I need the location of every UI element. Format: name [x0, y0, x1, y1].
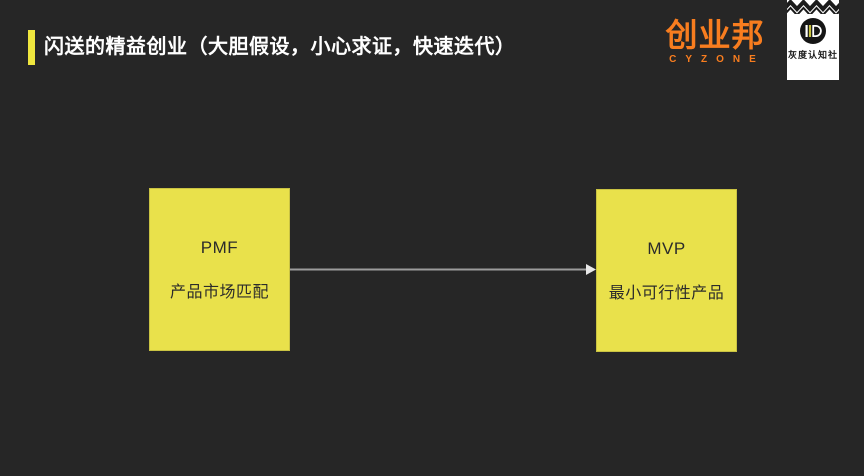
pmf-box: PMF 产品市场匹配 — [149, 188, 290, 351]
mvp-box: MVP 最小可行性产品 — [596, 189, 737, 352]
mvp-box-label: 最小可行性产品 — [608, 284, 725, 302]
title-accent-bar — [28, 30, 35, 65]
huidu-label: 灰度认知社 — [787, 50, 838, 60]
pmf-box-label: 产品市场匹配 — [169, 283, 269, 301]
arrow-pmf-to-mvp-icon — [290, 264, 596, 275]
pmf-box-abbr: PMF — [200, 237, 239, 257]
cyzone-subtext: CYZONE — [669, 54, 765, 65]
page-title: 闪送的精益创业（大胆假设，小心求证，快速迭代） — [44, 36, 516, 58]
mvp-box-abbr: MVP — [647, 238, 686, 258]
title-group: 闪送的精益创业（大胆假设，小心求证，快速迭代） — [28, 30, 516, 65]
chevron-pattern-icon — [787, 0, 839, 14]
cyzone-logo: 创业邦 CYZONE — [662, 17, 768, 65]
huidu-badge: 灰度认知社 — [787, 0, 839, 80]
cyzone-wordmark: 创业邦 — [665, 17, 765, 53]
huidu-logo-icon — [800, 18, 826, 44]
